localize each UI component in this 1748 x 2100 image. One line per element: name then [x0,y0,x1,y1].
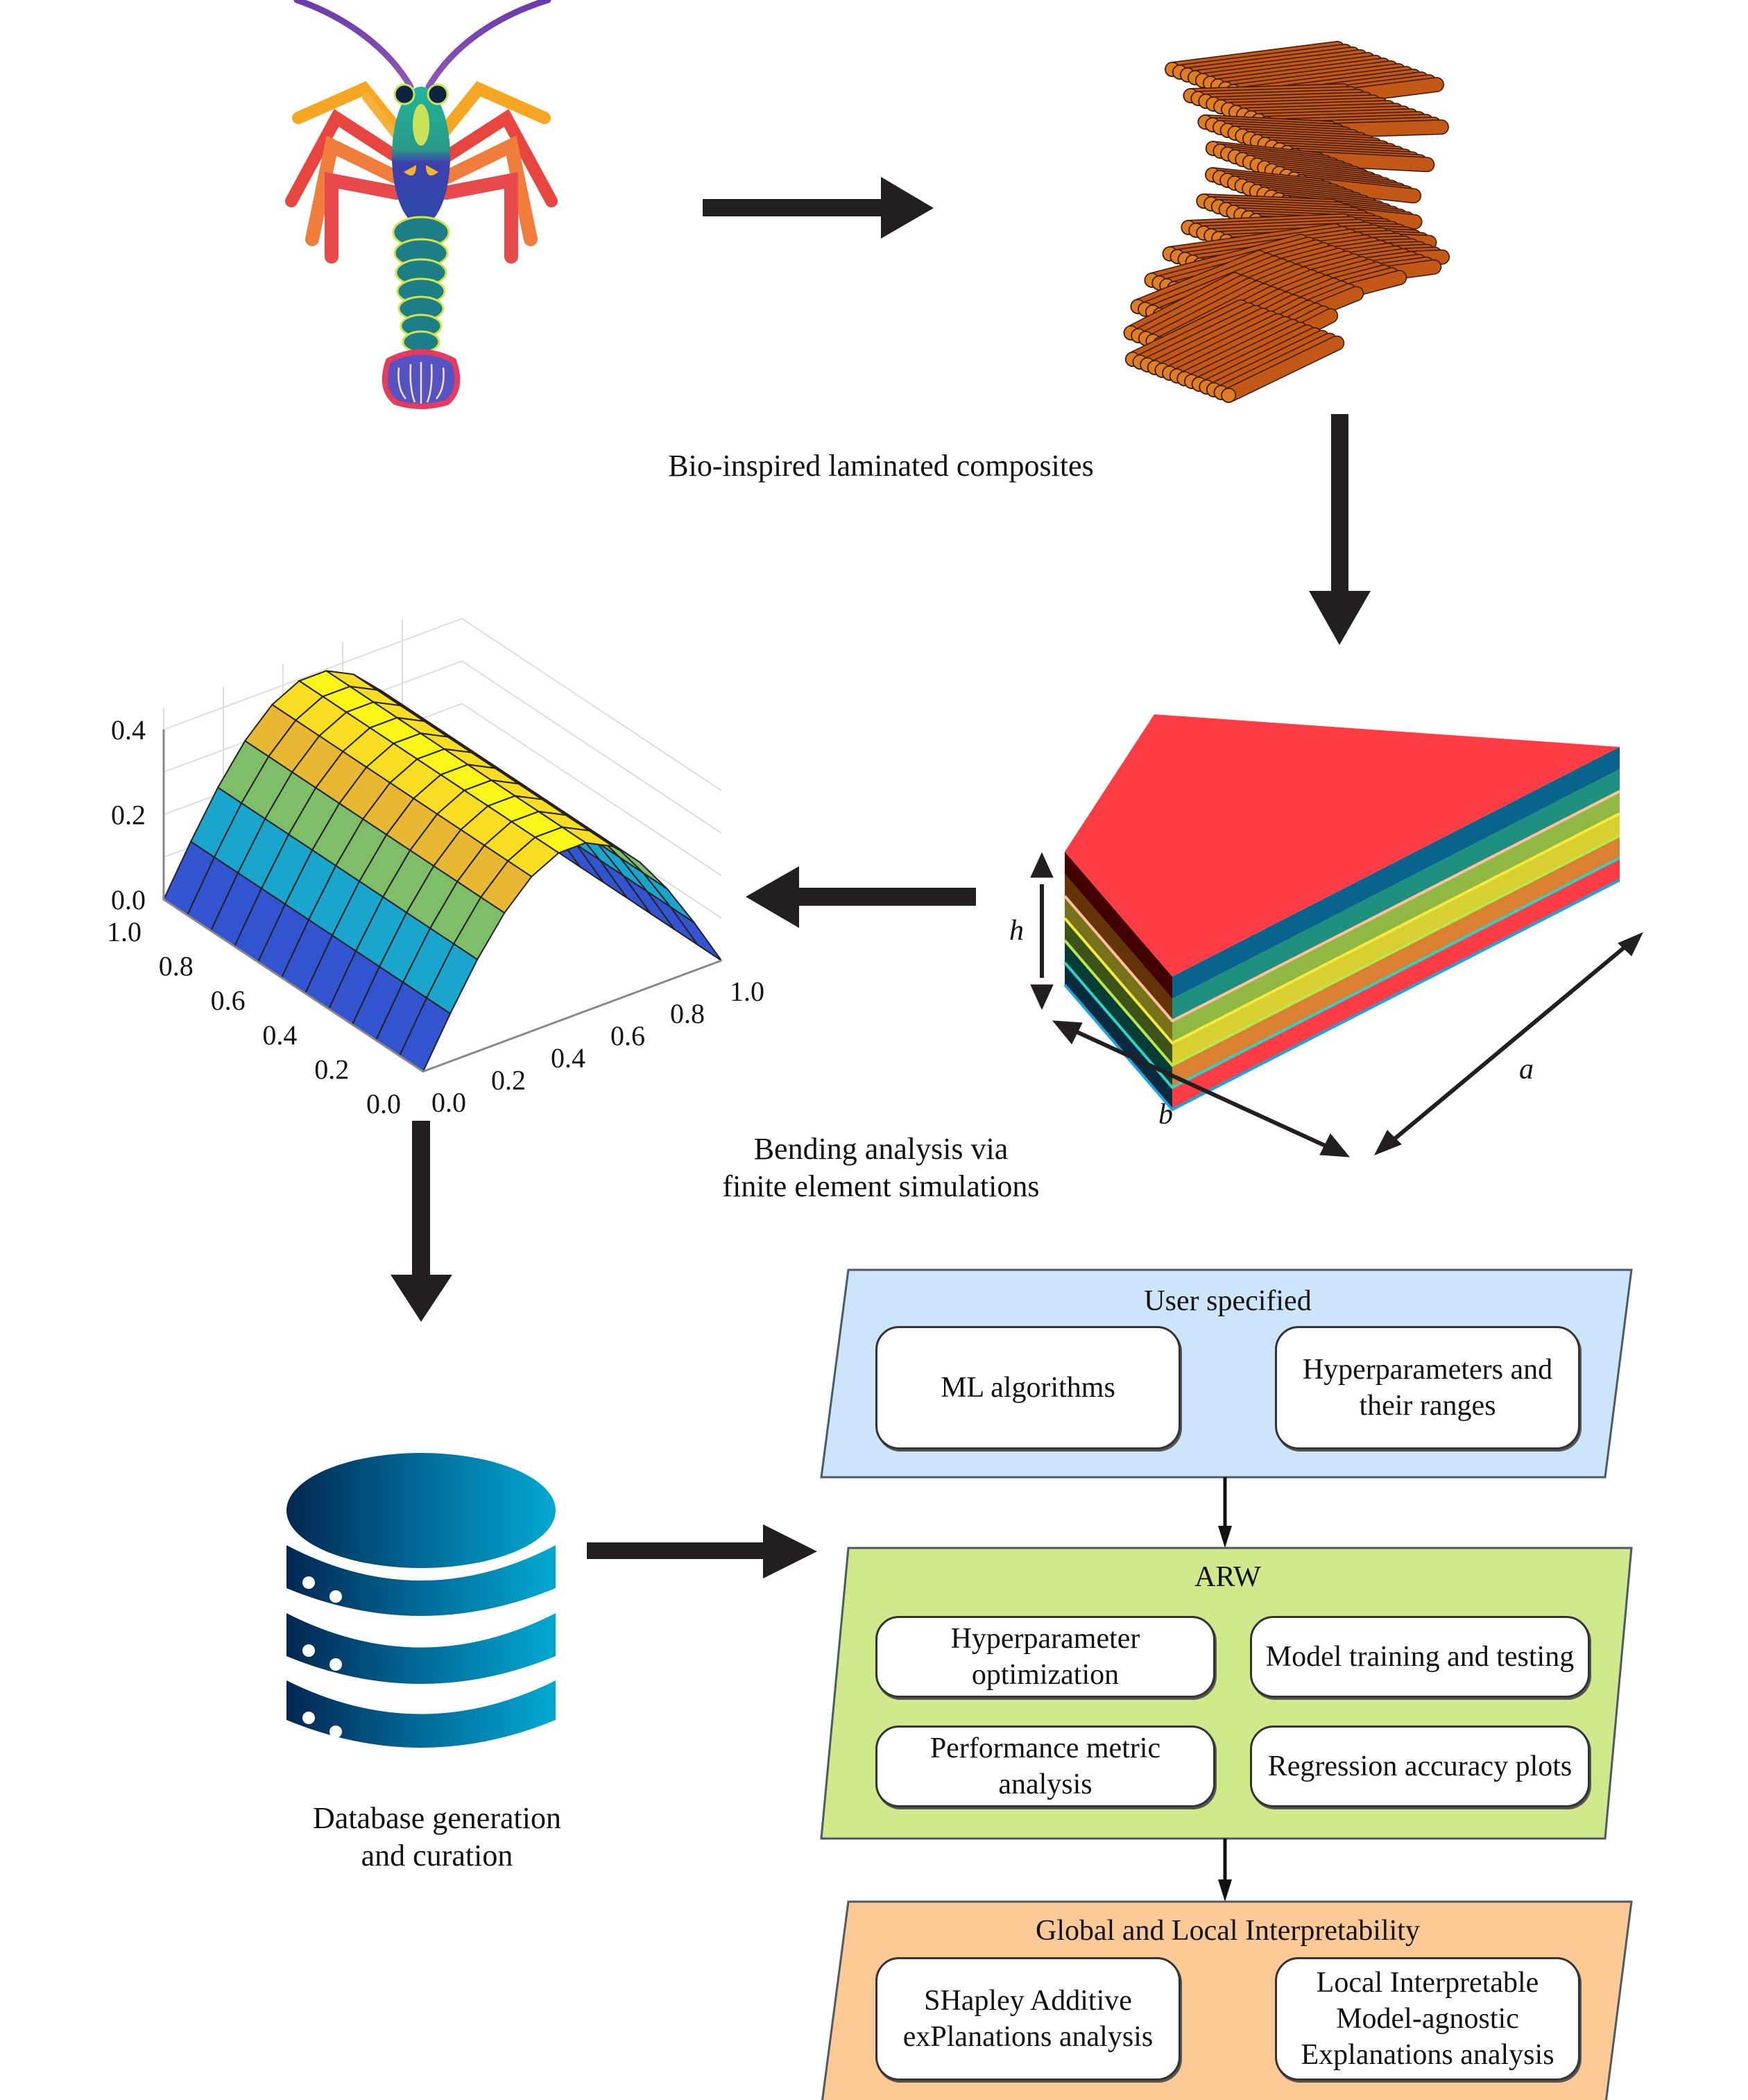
x-tick-label: 0.2 [491,1065,526,1096]
z-tick-label: 0.2 [111,800,146,831]
lime-analysis-box[interactable]: Local Interpretable Model-agnostic Expla… [1275,1957,1580,2081]
y-tick-label: 0.8 [159,951,194,982]
layer-separator [1063,857,1620,1090]
fiber-layer [1124,299,1345,403]
z-tick-label: 0.0 [111,884,146,915]
bending-caption-line2: finite element simulations [722,1169,1040,1203]
x-axis-line [422,959,722,1073]
hyperparameter-optimization-box[interactable]: Hyperparameter optimization [875,1616,1215,1698]
database-caption-line1: Database generation [313,1801,561,1835]
bending-caption: Bending analysis via finite element simu… [694,1130,1068,1205]
plate-layer-front [1065,852,1172,999]
laminated-plate-icon [1063,714,1620,1112]
surface-mesh [162,670,722,1073]
layer-separator [1063,790,1620,1023]
deflection-surface-plot: 0.00.20.40.60.81.00.00.20.40.60.81.00.00… [107,617,764,1119]
shap-analysis-label: SHapley Additive exPlanations analysis [902,1985,1154,2053]
plate-layer-side [1172,836,1620,1087]
plate-layer-side [1172,791,1620,1043]
lime-analysis-label: Local Interpretable Model-agnostic Expla… [1301,1967,1554,2071]
plate-layer-front [1065,940,1172,1087]
arw-title: ARW [1194,1561,1261,1593]
arrow-left-1 [746,866,976,928]
fiber-layer [1205,141,1422,204]
z-tick-label: 0.4 [111,714,146,746]
plot-axes [162,730,722,1073]
hyperparameter-optimization-label: Hyperparameter optimization [950,1623,1140,1691]
dimension-a: a [1519,1053,1534,1085]
dimension-h: h [1009,915,1024,947]
y-tick-label: 0.0 [366,1088,401,1119]
plate-layer-side [1172,814,1620,1065]
shap-analysis-box[interactable]: SHapley Additive exPlanations analysis [875,1957,1181,2081]
regression-accuracy-label: Regression accuracy plots [1267,1750,1573,1782]
layer-separator [1063,812,1620,1045]
plate-layer-front [1065,918,1172,1065]
performance-metric-box[interactable]: Performance metric analysis [875,1725,1215,1807]
mantis-shrimp-icon [285,0,558,409]
x-tick-label: 1.0 [730,976,764,1007]
plate-top-face [1065,714,1620,976]
plate-layer-side [1172,858,1620,1110]
ml-algorithms-label: ML algorithms [941,1372,1115,1404]
arrow-arw-to-interpretability [1218,1839,1232,1902]
plate-layer-front [1065,874,1172,1021]
database-caption-line2: and curation [361,1839,513,1873]
tick-labels: 0.00.20.40.60.81.00.00.20.40.60.81.00.00… [107,714,764,1119]
performance-metric-label: Performance metric analysis [929,1732,1161,1800]
y-tick-label: 1.0 [107,916,142,947]
arrow-right-1 [703,177,934,239]
database-caption: Database generation and curation [298,1800,576,1875]
arrow-down-2 [391,1121,452,1322]
bending-caption-line1: Bending analysis via [753,1132,1009,1166]
ml-algorithms-box[interactable]: ML algorithms [875,1326,1181,1449]
database-icon [286,1453,556,1748]
plate-layer-front [1065,896,1172,1043]
model-training-testing-label: Model training and testing [1265,1641,1575,1673]
dimension-arrows [1030,852,1644,1157]
arrow-right-2 [587,1524,817,1578]
y-axis-line [163,898,424,1073]
surface-cell [670,906,722,961]
plate-layer-side [1172,747,1620,999]
plate-layer-side [1172,769,1620,1021]
dimension-b: b [1158,1099,1173,1130]
layer-separator [1063,834,1620,1067]
x-tick-label: 0.4 [551,1042,585,1074]
hyperparameters-ranges-box[interactable]: Hyperparameters and their ranges [1275,1326,1580,1449]
helicoidal-fiber-stack-icon [1123,41,1450,403]
plate-layer-front [1065,963,1172,1110]
x-tick-label: 0.0 [431,1087,466,1118]
model-training-testing-box[interactable]: Model training and testing [1250,1616,1590,1698]
regression-accuracy-box[interactable]: Regression accuracy plots [1250,1725,1590,1807]
interpretability-title: Global and Local Interpretability [1036,1915,1420,1947]
y-tick-label: 0.4 [262,1019,297,1051]
layer-separator [1063,879,1620,1112]
hyperparameters-ranges-label: Hyperparameters and their ranges [1302,1354,1553,1422]
y-tick-label: 0.2 [314,1053,349,1085]
y-tick-label: 0.6 [211,985,246,1016]
arrow-user-to-arw [1218,1477,1232,1548]
x-tick-label: 0.6 [610,1020,645,1051]
composites-caption: Bio-inspired laminated composites [668,449,1094,483]
user-specified-title: User specified [1144,1285,1312,1317]
arrow-down-1 [1309,414,1371,645]
x-tick-label: 0.8 [670,998,705,1029]
